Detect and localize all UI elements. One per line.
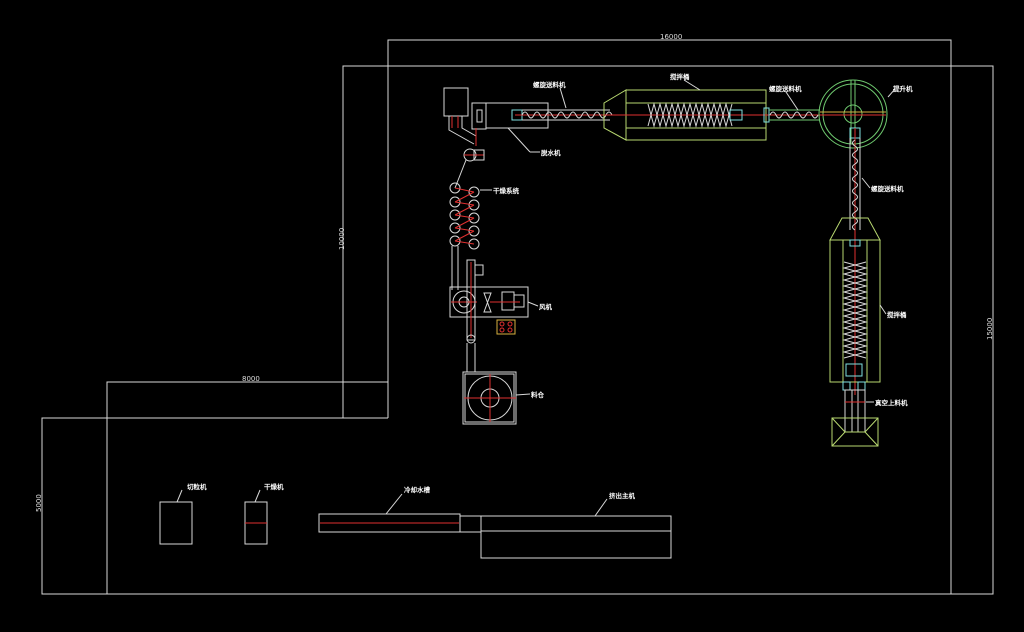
label-blower: 风机 bbox=[539, 302, 553, 311]
cutter bbox=[159, 489, 193, 545]
dryer bbox=[244, 489, 268, 545]
mixing-tank-1 bbox=[603, 79, 820, 141]
vacuum-feeder bbox=[443, 87, 549, 153]
extruder bbox=[460, 498, 672, 559]
equipment-labels: 螺旋送料机 搅拌桶 螺旋送料机 提升机 螺旋送料机 搅拌桶 真空上料机 脱水机 … bbox=[187, 72, 913, 500]
label-vacuum-feeder: 真空上料机 bbox=[875, 398, 908, 407]
label-drying-system: 干燥系统 bbox=[493, 186, 520, 195]
label-cooling-tank: 冷却水槽 bbox=[404, 485, 431, 494]
cooling-tank bbox=[318, 493, 461, 533]
label-mixing-tank-2: 搅拌桶 bbox=[887, 310, 907, 319]
label-mixing-tank-1: 搅拌桶 bbox=[670, 72, 690, 81]
label-extruder: 挤出主机 bbox=[609, 491, 636, 500]
roller-pairs bbox=[449, 182, 480, 250]
dim-left-height: 5000 bbox=[35, 494, 43, 512]
dim-top-width: 16000 bbox=[660, 33, 682, 41]
label-dryer: 干燥机 bbox=[264, 482, 284, 491]
dim-lower-width: 8000 bbox=[242, 375, 260, 383]
screw-feeder-3 bbox=[849, 127, 871, 395]
label-screw-feeder-2: 螺旋送料机 bbox=[769, 84, 802, 93]
label-hoist: 提升机 bbox=[893, 84, 913, 93]
label-screw-feeder-3: 螺旋送料机 bbox=[871, 184, 904, 193]
dim-right-height: 15000 bbox=[986, 318, 994, 340]
label-cutter: 切粒机 bbox=[187, 482, 207, 491]
label-screw-feeder-1: 螺旋送料机 bbox=[533, 80, 566, 89]
label-silo: 料仓 bbox=[531, 390, 545, 399]
silo bbox=[462, 343, 531, 425]
building-outline bbox=[41, 39, 994, 595]
screw-feeder-1 bbox=[511, 87, 613, 121]
drying-system bbox=[449, 148, 492, 290]
screw-feeder-2 bbox=[769, 91, 820, 121]
blower bbox=[449, 259, 539, 344]
dim-upper-height: 10000 bbox=[338, 228, 346, 250]
mixing-tank-2 bbox=[829, 217, 887, 383]
label-dewatering: 脱水机 bbox=[541, 148, 561, 157]
dimension-texts: 16000 8000 10000 15000 5000 bbox=[35, 33, 994, 512]
discharge-base bbox=[831, 381, 879, 447]
